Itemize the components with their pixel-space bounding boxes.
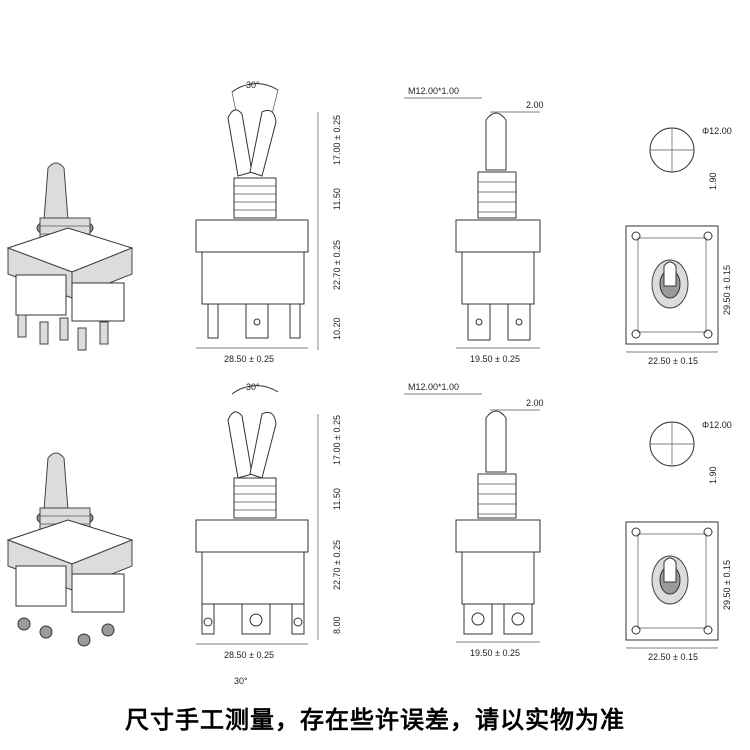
switch-photo-top xyxy=(6,162,134,351)
dim-plate-height-bottom: 29.50 ± 0.15 xyxy=(722,560,732,610)
dim-body-height-top: 22.70 ± 0.25 xyxy=(332,240,342,290)
switch-photo-bottom xyxy=(6,452,134,647)
plate-view-bottom: 29.50 ± 0.15 22.50 ± 0.15 xyxy=(625,521,732,662)
dim-toggle-len-top: 17.00 ± 0.25 xyxy=(332,115,342,165)
dim-terminal-len-top: 10.20 xyxy=(332,317,342,340)
cutout-view-bottom: Φ12.00 1.90 xyxy=(649,420,732,484)
dim-thread-bottom: M12.00*1.00 xyxy=(408,382,459,392)
dim-plate-width-top: 22.50 ± 0.15 xyxy=(648,356,698,366)
side-view-bottom: M12.00*1.00 2.00 19.50 ± 0.25 xyxy=(404,382,544,658)
dim-body-height-bottom: 22.70 ± 0.25 xyxy=(332,540,342,590)
dim-body-width-front-top: 28.50 ± 0.25 xyxy=(224,354,274,364)
side-view-top: M12.00*1.00 2.00 19.50 ± 0.25 xyxy=(404,86,544,364)
dim-hole-dia-top: Φ12.00 xyxy=(702,126,732,136)
dim-bushing-len-top: 11.50 xyxy=(332,188,342,210)
angle-label-top: 30° xyxy=(246,80,260,90)
front-view-top: 30° 17.00 ± 0.25 11.50 22.70 ± 0.25 10.2… xyxy=(195,80,342,364)
dim-body-width-front-bottom: 28.50 ± 0.25 xyxy=(224,650,274,660)
plate-view-top: 29.50 ± 0.15 22.50 ± 0.15 xyxy=(625,225,732,366)
dim-plate-width-bottom: 22.50 ± 0.15 xyxy=(648,652,698,662)
dim-key-width-top: 1.90 xyxy=(708,172,718,190)
dim-toggle-len-bottom: 17.00 ± 0.25 xyxy=(332,415,342,465)
dim-key-width-bottom: 1.90 xyxy=(708,466,718,484)
cutout-view-top: Φ12.00 1.90 xyxy=(649,126,732,190)
dim-lever-dia-top: 2.00 xyxy=(526,100,544,110)
cut-label: 30° xyxy=(234,676,248,686)
disclaimer-caption: 尺寸手工测量，存在些许误差，请以实物为准 xyxy=(125,706,625,734)
dim-terminal-len-bottom: 8.00 xyxy=(332,616,342,634)
dim-hole-dia-bottom: Φ12.00 xyxy=(702,420,732,430)
dim-lever-dia-bottom: 2.00 xyxy=(526,398,544,408)
dim-bushing-len-bottom: 11.50 xyxy=(332,488,342,510)
dim-body-width-side-top: 19.50 ± 0.25 xyxy=(470,354,520,364)
front-view-bottom: 30° 17.00 ± 0.25 11.50 22.70 ± 0.25 8.00… xyxy=(195,382,342,686)
dim-plate-height-top: 29.50 ± 0.15 xyxy=(722,265,732,315)
dim-thread-top: M12.00*1.00 xyxy=(408,86,459,96)
angle-label-bottom: 30° xyxy=(246,382,260,392)
dim-body-width-side-bottom: 19.50 ± 0.25 xyxy=(470,648,520,658)
